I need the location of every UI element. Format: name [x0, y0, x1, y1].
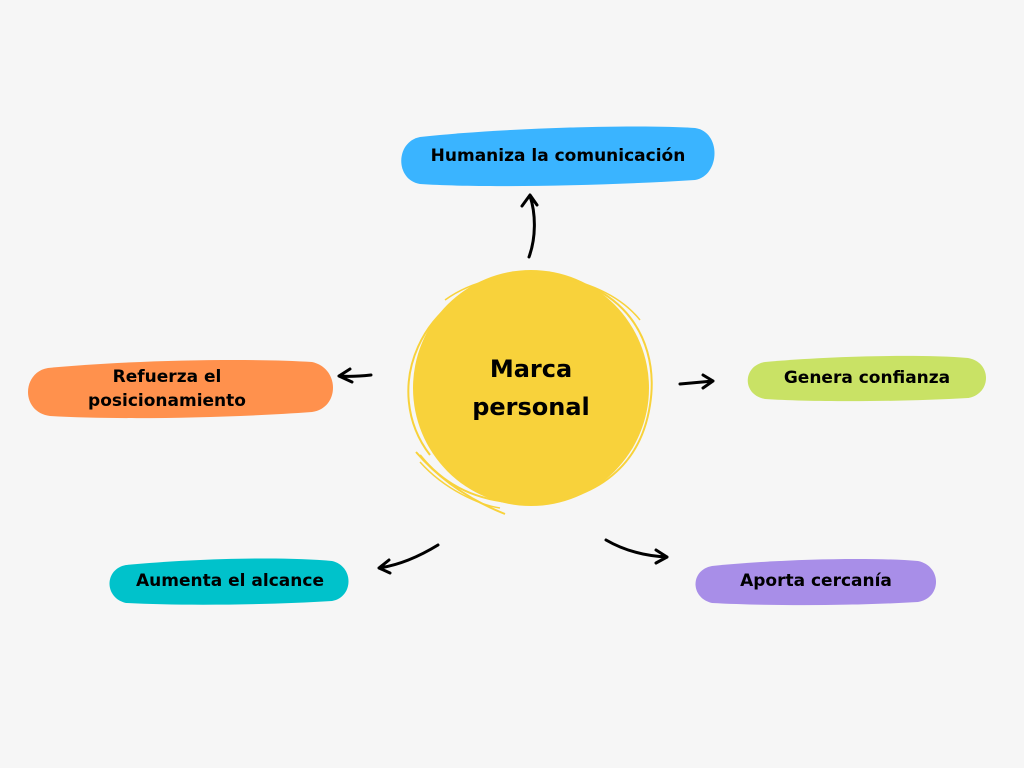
node-bottom-left-label: Aumenta el alcance [136, 571, 324, 591]
node-refuerza-posicionamiento: Refuerza el posicionamiento [26, 360, 332, 418]
arrow-to-bottom-left [377, 543, 440, 575]
center-label-line2: personal [472, 393, 590, 421]
arrow-to-right [678, 373, 715, 390]
center-circle [407, 270, 653, 515]
arrow-to-top [520, 193, 539, 259]
node-bottom-right-label: Aporta cercanía [740, 571, 892, 591]
center-label-line1: Marca [489, 355, 573, 383]
node-aumenta-alcance: Aumenta el alcance [110, 558, 350, 604]
node-bottom-right-shape [695, 558, 936, 606]
node-left-label-line1: Refuerza el [112, 367, 222, 387]
node-right-label: Genera confianza [783, 368, 951, 388]
node-genera-confianza: Genera confianza [747, 355, 987, 401]
node-humaniza-comunicacion: Humaniza la comunicación [400, 126, 716, 186]
node-right-shape [747, 355, 986, 402]
node-aporta-cercania: Aporta cercanía [695, 558, 937, 604]
node-left-shape [28, 360, 333, 419]
center-node: Marca personal [416, 326, 646, 450]
node-top-shape [401, 126, 715, 187]
node-left-label-line2: posicionamiento [88, 391, 246, 411]
node-bottom-left-shape [109, 558, 349, 605]
arrow-to-bottom-right [604, 538, 669, 565]
arrow-to-left [337, 367, 373, 384]
node-top-label: Humaniza la comunicación [430, 146, 686, 166]
